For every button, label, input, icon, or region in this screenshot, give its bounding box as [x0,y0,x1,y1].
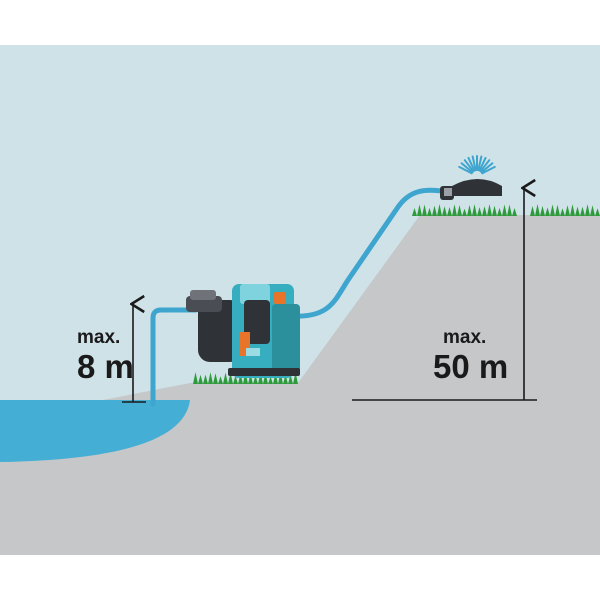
sprinkler-icon [440,155,502,200]
garden-pump-icon [186,284,300,378]
suction-label-value: 8 m [77,348,134,385]
suction-hose [150,307,199,407]
grass-hill-right [530,204,600,216]
grass-hill-left [412,204,517,216]
delivery-label-prefix: max. [443,327,486,348]
delivery-label-value: 50 m [433,348,508,385]
water-body [0,400,190,462]
suction-label-prefix: max. [77,327,120,348]
grass-pump [193,372,298,384]
ground [0,215,600,555]
delivery-hose [289,187,450,319]
